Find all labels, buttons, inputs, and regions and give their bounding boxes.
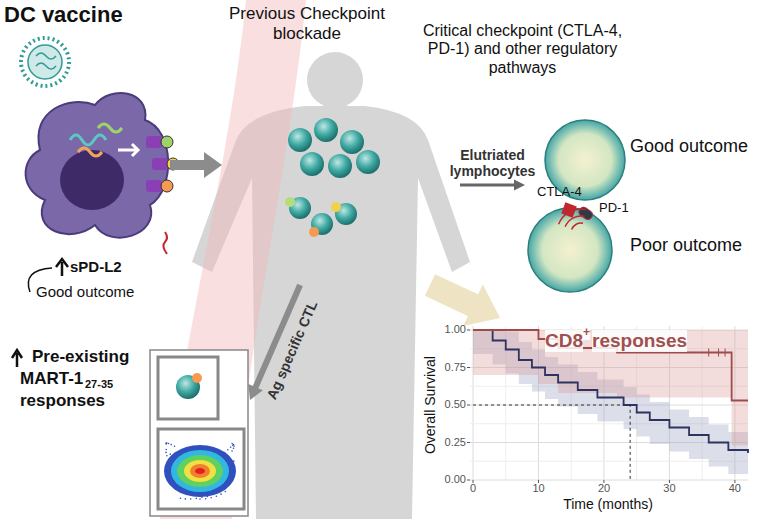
survival-chart-text-3: Overall Survival xyxy=(422,356,438,454)
survival-chart: CD8+responsesOverall SurvivalTime (month… xyxy=(415,318,761,519)
survival-chart-text-1: + xyxy=(583,326,590,340)
flow-arrow xyxy=(170,152,222,178)
flow-plot: Pre-existingMART-127-35responses xyxy=(10,345,250,519)
poor-outcome-cell-text-0: CTLA-4 xyxy=(537,185,582,200)
head xyxy=(307,52,363,108)
survival-chart-text-4: Time (months) xyxy=(563,496,653,512)
flow-plot-text-2: 27-35 xyxy=(85,378,113,391)
poor-outcome-cell-text-1: PD-1 xyxy=(599,201,629,216)
survival-plot xyxy=(467,326,748,483)
axis-tick: 0.75 xyxy=(436,361,466,374)
axis-tick: 0.00 xyxy=(436,473,466,486)
flow-plot-text-3: responses xyxy=(20,391,105,411)
pathway-note: Critical checkpoint (CTLA-4, PD-1) and o… xyxy=(410,22,635,77)
lymphocytes xyxy=(285,118,380,237)
marker-note: sPD-L2 xyxy=(70,258,122,275)
axis-tick: 0.25 xyxy=(436,436,466,449)
patient-body-text-0: Previous Checkpoint blockade xyxy=(222,4,392,43)
axis-tick: 1.00 xyxy=(436,323,466,336)
axis-tick: 30 xyxy=(657,482,681,495)
axis-tick: 10 xyxy=(527,482,551,495)
survival-chart-text-0: CD8 xyxy=(545,330,583,352)
poor-outcome-cell-text-2: Poor outcome xyxy=(630,235,742,256)
axis-tick: 0 xyxy=(461,482,485,495)
flow-arrow xyxy=(460,179,525,190)
arrow-label: Elutriated lymphocytes xyxy=(445,147,541,179)
axis-tick: 40 xyxy=(723,482,747,495)
flow-plot-text-0: Pre-existing xyxy=(32,347,129,367)
neck xyxy=(323,100,347,112)
flow-arrow xyxy=(430,284,500,326)
marker-note: Good outcome xyxy=(36,283,134,300)
dendritic-cell-drawing xyxy=(21,38,179,254)
survival-chart-text-2: responses xyxy=(592,330,687,352)
axis-tick: 20 xyxy=(592,482,616,495)
good-outcome-cell-text-0: Good outcome xyxy=(630,136,748,157)
dendritic-cell-text-0: DC vaccine xyxy=(4,2,123,27)
axis-tick: 0.50 xyxy=(436,398,466,411)
poor-outcome-cell: CTLA-4PD-1Poor outcome xyxy=(515,185,755,295)
patient-body: Previous Checkpoint blockade xyxy=(222,0,460,285)
flow-plot-text-1: MART-1 xyxy=(20,369,83,389)
dendritic-cell: DC vaccine xyxy=(0,0,170,255)
